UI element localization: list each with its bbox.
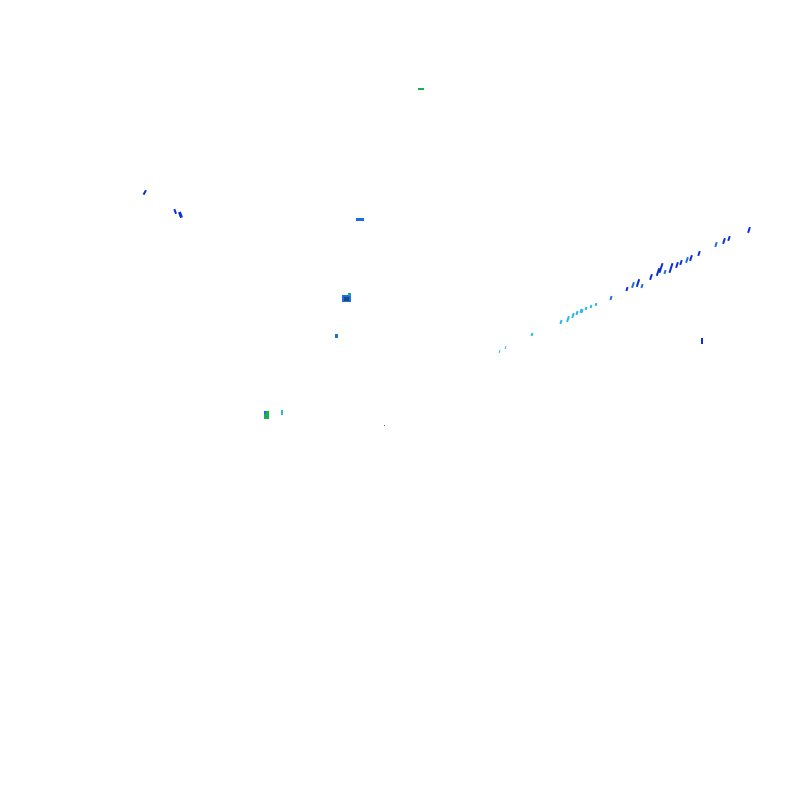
echo-cell	[668, 262, 674, 274]
echo-cell	[679, 259, 683, 266]
echo-cell	[178, 211, 183, 219]
echo-cell	[584, 306, 588, 311]
echo-cell	[384, 425, 385, 426]
echo-cell	[571, 312, 575, 319]
echo-cell	[701, 338, 703, 344]
echo-cell	[689, 254, 693, 262]
echo-cell	[649, 273, 653, 281]
echo-cell	[575, 310, 579, 316]
echo-cell	[173, 208, 177, 215]
echo-cell	[594, 302, 598, 307]
echo-cell	[747, 226, 751, 234]
echo-cell	[142, 189, 147, 196]
echo-cell	[635, 278, 641, 288]
echo-cell	[625, 286, 629, 292]
echo-cell	[335, 334, 338, 338]
echo-cluster-lower-left	[264, 410, 385, 426]
echo-cell	[356, 218, 364, 221]
echo-cell	[685, 256, 689, 264]
echo-cluster-right	[701, 338, 703, 344]
echo-cell	[498, 349, 501, 354]
echo-cell	[640, 283, 644, 289]
echo-cell	[697, 250, 701, 257]
echo-cell	[281, 410, 283, 415]
echo-cell	[658, 262, 664, 274]
echo-cell	[566, 315, 570, 323]
echo-cell	[631, 281, 635, 289]
echo-cell	[504, 345, 507, 350]
echo-cell	[722, 237, 726, 245]
echo-cell	[589, 304, 593, 309]
echo-band-diagonal	[498, 226, 751, 354]
echo-cluster-upper-left	[142, 189, 183, 219]
echo-cell	[559, 319, 563, 325]
echo-cell	[714, 241, 718, 248]
echo-cell	[609, 295, 613, 301]
echo-cell	[344, 297, 349, 301]
echo-cell	[530, 332, 534, 337]
echo-cell	[579, 308, 584, 314]
echo-cell	[348, 293, 351, 296]
echo-cell	[264, 411, 266, 414]
echo-cell	[727, 235, 731, 242]
echo-cell	[264, 411, 269, 419]
echo-cell	[675, 261, 679, 269]
echo-cell	[418, 88, 424, 90]
echo-cluster-top	[418, 88, 424, 90]
echo-cluster-center	[335, 218, 364, 338]
echo-cell	[663, 269, 667, 275]
echo-cell	[655, 267, 661, 277]
